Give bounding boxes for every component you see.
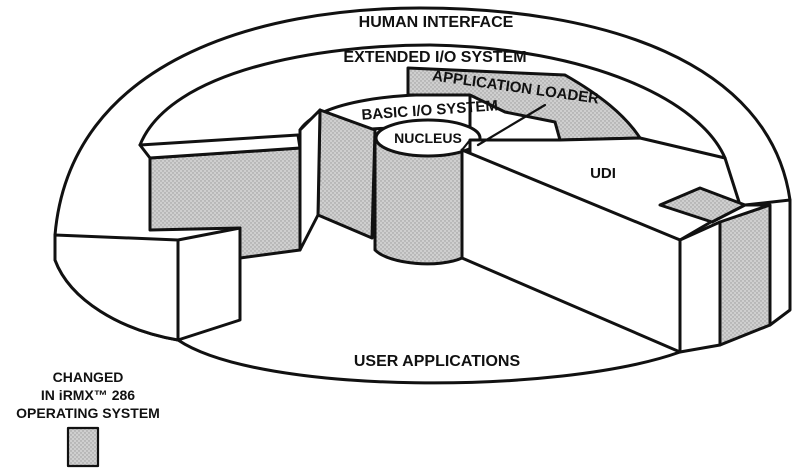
application-loader-leader	[476, 103, 547, 147]
legend-line-2: IN iRMX™ 286	[41, 387, 135, 403]
legend-swatch	[66, 426, 100, 468]
label-udi: UDI	[590, 165, 616, 182]
extended-io-ring	[138, 43, 727, 160]
legend-line-1: CHANGED	[53, 369, 124, 385]
left-wall-block	[53, 133, 302, 342]
label-user-applications: USER APPLICATIONS	[354, 353, 521, 370]
right-wall-block	[658, 186, 792, 354]
udi-block	[460, 136, 742, 354]
legend-line-3: OPERATING SYSTEM	[16, 405, 160, 421]
legend: CHANGED IN iRMX™ 286 OPERATING SYSTEM	[16, 369, 160, 468]
label-extended-io: EXTENDED I/O SYSTEM	[343, 49, 526, 66]
application-loader-block	[406, 66, 642, 142]
label-human-interface: HUMAN INTERFACE	[359, 14, 514, 31]
label-nucleus: NUCLEUS	[394, 130, 462, 146]
